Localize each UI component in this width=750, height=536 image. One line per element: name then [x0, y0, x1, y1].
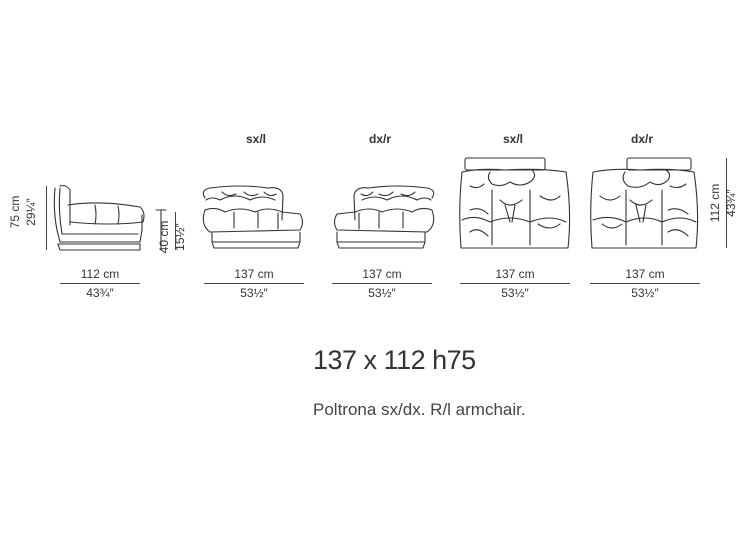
side-view-drawing — [53, 184, 167, 251]
width-cm-label: 137 cm — [495, 267, 535, 281]
width-cm-label: 112 cm — [80, 267, 120, 281]
depth-cm-label: 112 cm — [708, 183, 722, 223]
view-label: sx/l — [245, 132, 266, 146]
front-view-sx-drawing — [202, 185, 304, 249]
width-in-label: 53½″ — [368, 286, 396, 300]
top-view-dx-drawing — [590, 157, 699, 249]
view-label: dx/r — [368, 132, 391, 146]
width-in-label: 43¾″ — [86, 286, 114, 300]
width-cm-label: 137 cm — [625, 267, 665, 281]
depth-in-label: 43¾″ — [724, 189, 738, 217]
view-label: sx/l — [502, 132, 523, 146]
seat-height-in-label: 15½″ — [173, 223, 187, 251]
height-cm-label: 75 cm — [8, 195, 22, 229]
top-view-sx-drawing — [459, 157, 571, 249]
dimensions-title: 137 x 112 h75 — [313, 345, 476, 375]
depth-dim-line — [726, 158, 727, 248]
width-dim-line — [590, 283, 700, 284]
height-in-label: 29¼″ — [24, 198, 38, 226]
front-view-dx-drawing — [333, 185, 435, 249]
width-dim-line — [460, 283, 570, 284]
width-dim-line — [60, 283, 140, 284]
seat-height-cm-label: 40 cm — [157, 220, 171, 254]
product-description: Poltrona sx/dx. R/l armchair. — [313, 400, 526, 419]
seat-height-dim-line — [175, 212, 176, 250]
width-dim-line — [332, 283, 432, 284]
width-cm-label: 137 cm — [362, 267, 402, 281]
width-in-label: 53½″ — [240, 286, 268, 300]
height-dim-line — [46, 186, 47, 250]
width-in-label: 53½″ — [501, 286, 529, 300]
width-in-label: 53½″ — [631, 286, 659, 300]
view-label: dx/r — [630, 132, 653, 146]
width-cm-label: 137 cm — [234, 267, 274, 281]
width-dim-line — [204, 283, 304, 284]
